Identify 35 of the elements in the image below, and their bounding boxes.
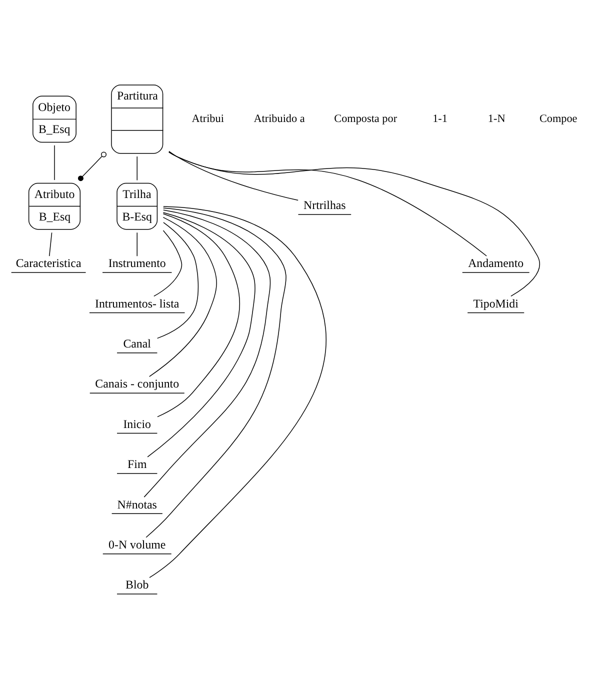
connector [136,232,138,256]
connector [136,156,138,180]
node-text: Caracteristica [16,256,82,270]
node-text: 0-N volume [108,536,166,551]
node-text: TipoMidi [473,296,518,310]
connector [154,230,182,296]
connector [156,222,199,338]
connector [54,144,55,180]
node-text: Inicio [123,416,151,430]
node-text: Nrtrilhas [304,198,346,212]
connector [148,216,217,376]
label: Composta por [334,112,398,124]
connector [157,212,240,417]
connector [146,207,286,538]
label: 1-1 [432,112,448,124]
connector [168,151,487,256]
label: Compoe [539,112,578,124]
node-text: Andamento [468,256,524,270]
node-text: Instrumento [108,256,166,270]
label: Atribuido a [254,112,305,124]
connector [168,150,298,200]
connector [144,209,271,497]
node-text: Blob [126,577,149,592]
connector [48,232,52,256]
connector [168,151,540,296]
node-text: Canal [123,336,151,350]
node-text: Fim [128,456,147,471]
node-text: Canais - conjunto [95,376,180,390]
node-text: Intrumentos- lista [95,296,180,310]
label: 1-N [488,112,506,124]
node-text: N#notas [117,496,157,511]
connector [78,151,107,181]
connector [147,212,256,457]
label: Atribui [192,112,224,124]
connector [149,206,326,578]
